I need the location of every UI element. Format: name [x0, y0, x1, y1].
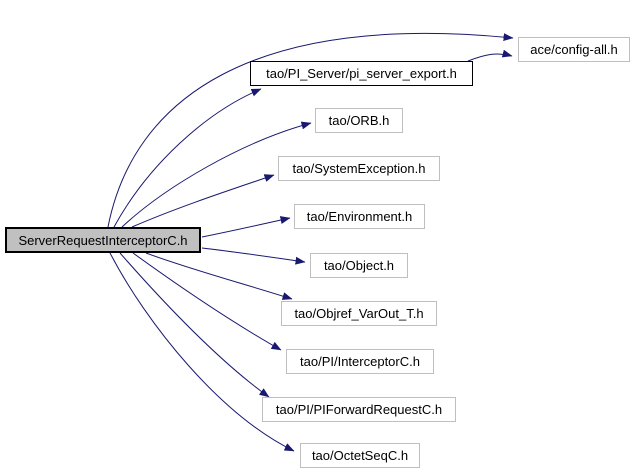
- edge-lines: [107, 32, 514, 452]
- edge-main-to-pi-interceptor: [132, 252, 282, 351]
- node-tao-system-exception-h[interactable]: tao/SystemException.h: [278, 156, 440, 181]
- edge-main-to-pi-forward-request: [119, 252, 270, 398]
- edge-main-to-environment: [201, 216, 291, 238]
- edge-main-to-object: [201, 247, 306, 265]
- node-tao-octet-seq-c-h[interactable]: tao/OctetSeqC.h: [300, 443, 420, 468]
- node-tao-pi-interceptor-c-h[interactable]: tao/PI/InterceptorC.h: [286, 349, 434, 374]
- node-tao-environment-h[interactable]: tao/Environment.h: [294, 204, 425, 229]
- node-tao-pi-server-pi-server-export-h[interactable]: tao/PI_Server/pi_server_export.h: [250, 61, 473, 86]
- edge-main-to-orb: [121, 121, 312, 228]
- edge-main-to-pi-server-export: [113, 88, 262, 228]
- node-tao-pi-pi-forward-request-c-h[interactable]: tao/PI/PIForwardRequestC.h: [262, 397, 456, 422]
- edge-main-to-octet-seq: [109, 252, 295, 452]
- edge-main-to-ace-config-all: [107, 32, 514, 228]
- node-tao-orb-h[interactable]: tao/ORB.h: [315, 108, 403, 133]
- node-server-request-interceptor-c-h: ServerRequestInterceptorC.h: [5, 227, 201, 253]
- edge-pi-server-export-to-ace-config-all: [467, 49, 513, 62]
- edge-main-to-objref-varout: [145, 252, 293, 300]
- node-ace-config-all-h[interactable]: ace/config-all.h: [518, 37, 630, 62]
- edge-main-to-system-exception: [131, 174, 275, 228]
- node-tao-object-h[interactable]: tao/Object.h: [310, 253, 408, 278]
- node-tao-objref-varout-t-h[interactable]: tao/Objref_VarOut_T.h: [281, 301, 437, 326]
